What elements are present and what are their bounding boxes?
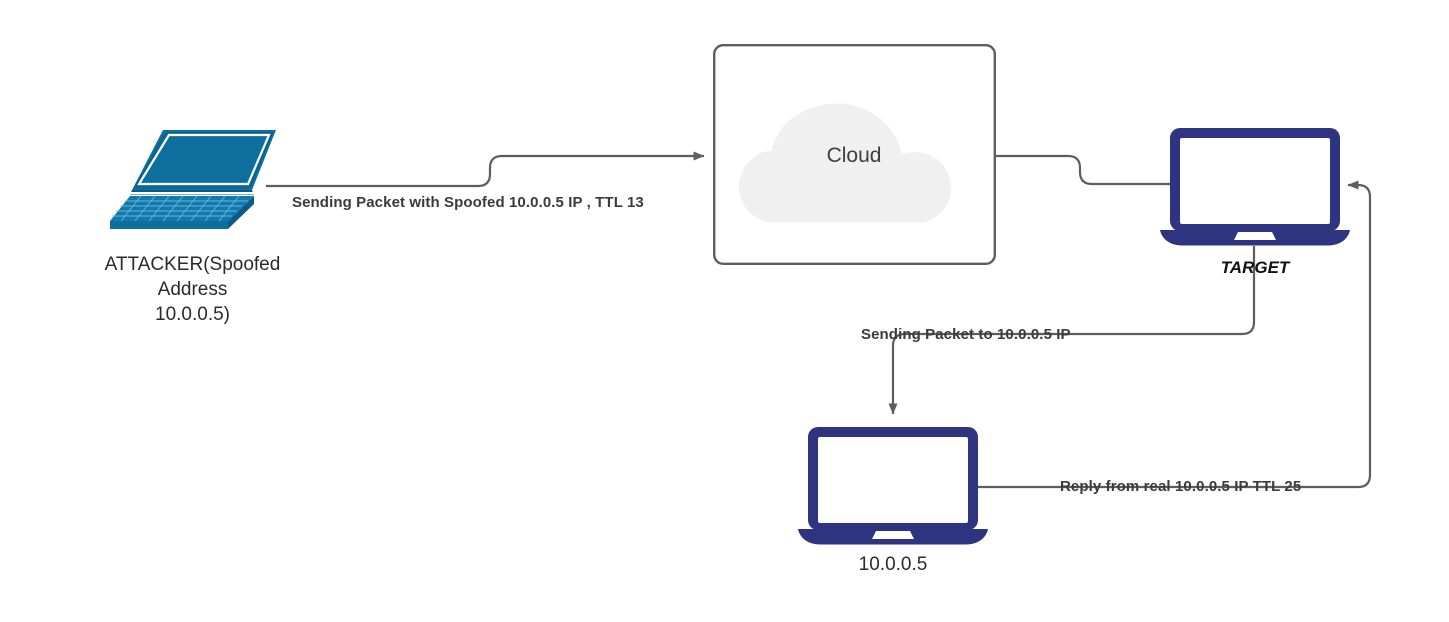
target-label: TARGET — [1220, 258, 1290, 277]
victim-label: 10.0.0.5 — [858, 554, 928, 575]
target-node[interactable] — [1155, 126, 1355, 248]
attacker-label-line-1: ATTACKER(Spoofed — [104, 254, 281, 275]
edge-label-target-to-victim: Sending Packet to 10.0.0.5 IP — [861, 326, 1071, 343]
edge-label-victim-to-target: Reply from real 10.0.0.5 IP TTL 25 — [1060, 478, 1302, 495]
laptop-front-icon — [798, 427, 988, 545]
attacker-node[interactable] — [108, 122, 286, 232]
laptop-front-icon — [1160, 128, 1350, 246]
cloud-label: Cloud — [827, 144, 882, 167]
edge-label-attacker-to-cloud: Sending Packet with Spoofed 10.0.0.5 IP … — [292, 194, 644, 211]
cloud-icon: Cloud — [713, 44, 997, 266]
cloud-container: Cloud — [713, 44, 997, 266]
laptop-isometric-icon — [110, 130, 276, 231]
attacker-label-line-3: 10.0.0.5) — [155, 304, 230, 325]
edge-attacker-to-cloud — [266, 151, 705, 188]
attacker-label-line-2: Address — [157, 279, 228, 300]
attacker-label: ATTACKER(Spoofed Address 10.0.0.5) — [50, 252, 335, 327]
edge-cloud-to-target — [996, 154, 1170, 186]
edge-target-to-victim — [888, 246, 1256, 415]
victim-node[interactable] — [793, 425, 993, 547]
edge-victim-to-target — [975, 180, 1372, 489]
